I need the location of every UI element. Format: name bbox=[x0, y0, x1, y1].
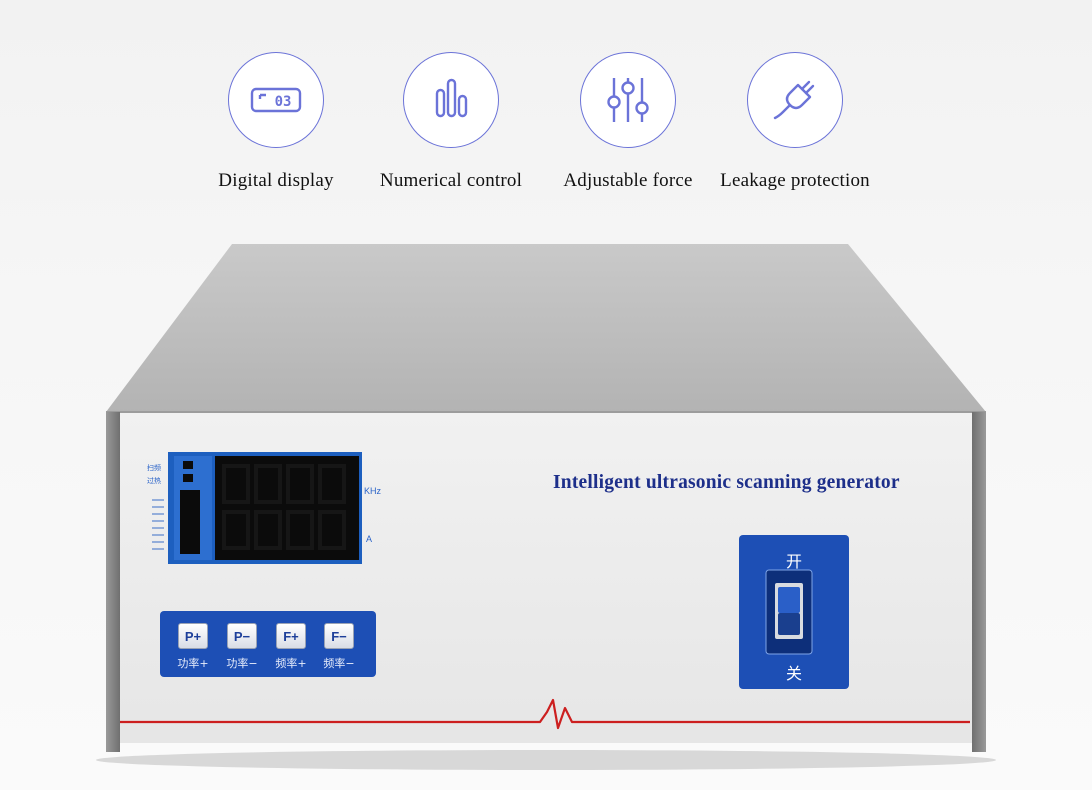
key-caption: 功率+ bbox=[177, 657, 209, 670]
feature-leakage-protection: Leakage protection bbox=[700, 52, 890, 192]
right-flange bbox=[972, 412, 986, 752]
switch-off-label: 关 bbox=[786, 664, 803, 683]
power-down-button[interactable]: P− bbox=[227, 623, 257, 649]
display-icon-digits: 03 bbox=[275, 94, 292, 110]
lcd-digits bbox=[222, 464, 346, 550]
lcd-bargraph bbox=[180, 490, 200, 554]
panel-title: Intelligent ultrasonic scanning generato… bbox=[553, 472, 900, 493]
feature-label: Numerical control bbox=[379, 170, 523, 191]
feature-label: Leakage protection bbox=[720, 170, 870, 191]
device-shadow bbox=[96, 750, 996, 770]
feature-label: Adjustable force bbox=[563, 170, 693, 191]
switch-on-label: 开 bbox=[786, 552, 803, 571]
lcd-indicator-2 bbox=[183, 474, 193, 482]
power-up-button[interactable]: P+ bbox=[178, 623, 208, 649]
feature-row: 03 Digital display Numerical control bbox=[0, 0, 1092, 230]
frequency-up-button[interactable]: F+ bbox=[276, 623, 306, 649]
left-flange bbox=[106, 412, 120, 752]
plug-icon bbox=[747, 52, 843, 148]
lcd-indicator-1 bbox=[183, 461, 193, 469]
key-caption: 频率+ bbox=[275, 657, 307, 670]
lcd-unit-amp: A bbox=[366, 534, 373, 544]
lcd-label-sweep: 扫频 bbox=[147, 465, 161, 472]
feature-adjustable-force: Adjustable force bbox=[533, 52, 723, 192]
feature-label: Digital display bbox=[218, 170, 334, 191]
key-caption: 功率− bbox=[226, 657, 258, 670]
sliders-icon bbox=[580, 52, 676, 148]
keypad-panel bbox=[160, 611, 376, 677]
pulse-line bbox=[120, 698, 970, 730]
lcd-label-overheat: 过热 bbox=[147, 478, 161, 485]
keypad: P+ P− F+ F− 功率+ 功率− 频率+ 频率− bbox=[160, 611, 376, 677]
power-toggle[interactable] bbox=[770, 578, 810, 644]
frequency-down-button[interactable]: F− bbox=[324, 623, 354, 649]
lcd-unit-khz: KHz bbox=[364, 486, 382, 496]
device-top bbox=[106, 244, 986, 412]
bar-chart-icon bbox=[403, 52, 499, 148]
key-caption: 频率− bbox=[323, 657, 355, 670]
digital-display-icon: 03 bbox=[228, 52, 324, 148]
feature-digital-display: 03 Digital display bbox=[181, 52, 371, 192]
feature-numerical-control: Numerical control bbox=[356, 52, 546, 192]
